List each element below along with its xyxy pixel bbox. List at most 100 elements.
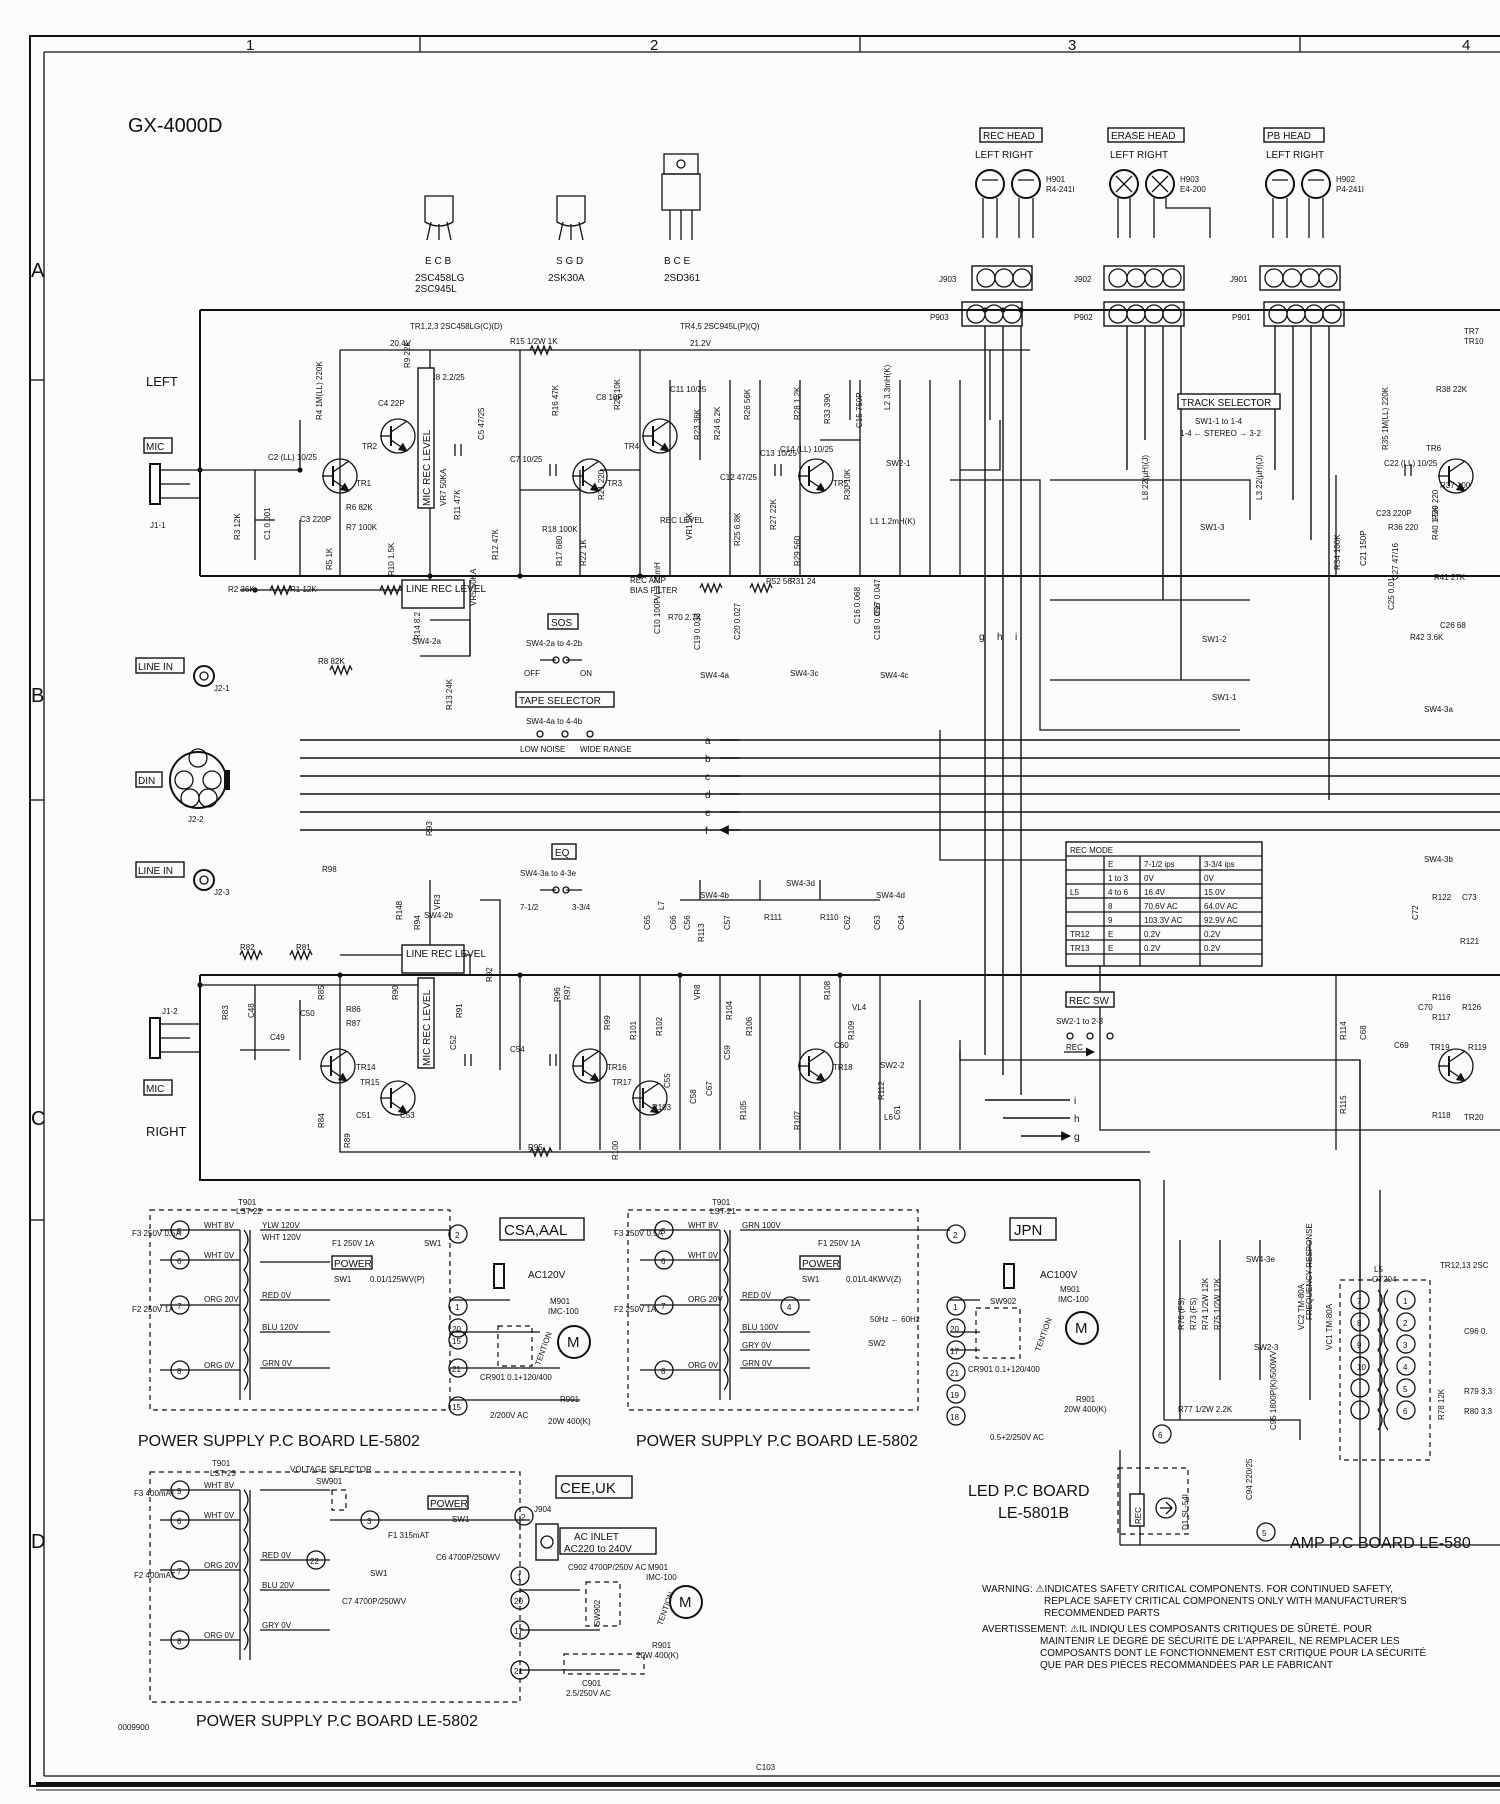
amp-sw2-3: SW2-3 [1254,1343,1279,1352]
top-component-18: R20 10K [613,378,622,410]
device-1-pins: E C B [425,256,451,267]
psu1-pin-4: 2 [455,1231,460,1240]
right-component-2: R34 100K [1333,534,1342,570]
amp-c95: C95 1800P(K)/500WV [1269,1350,1278,1430]
right-component-14: R42 3.6K [1410,633,1444,642]
psu3-tx: T901 [212,1459,231,1468]
bias-filter-label: BIAS FILTER [630,586,678,595]
model-title: GX-4000D [128,115,223,137]
amp-ot204: OT204 [1372,1275,1397,1284]
top-component-2: C4 22P [378,399,405,408]
bottom-component-31: C57 [723,915,732,930]
vr7-label: VR7 50KA [439,468,448,506]
top-component-36: R29 560 [793,535,802,566]
bottom-component-2: R94 [413,915,422,930]
psu2-tap-7: GRY 0V [742,1341,772,1350]
bottom-component-51: R113 [697,923,706,942]
psu1-pin-0: 5 [177,1227,182,1236]
top-component-27: R28 1.2K [793,386,802,420]
psu3-j904: J904 [534,1505,552,1514]
left-channel-label: LEFT [146,374,178,389]
sos-off: OFF [524,669,540,678]
psu1-tap-2: ORG 20V [204,1295,239,1304]
warning-line-5: MAINTENIR LE DEGRÉ DE SÉCURITÉ DE L'APPA… [1040,1634,1400,1647]
bottom-component-24: R99 [603,1015,612,1030]
psu3-c901-val: 2.5/250V AC [566,1689,611,1698]
mic-rec-level-bottom: MIC REC LEVEL [417,977,435,1069]
tr-header-left: TR1,2,3 2SC458LG(C)(D) [410,322,503,331]
led-r77: R77 1/2W 2.2K [1178,1405,1233,1414]
tr15-label: TR15 [360,1078,380,1087]
psu1-pin-9: 15 [452,1403,461,1412]
to220-package-icon [661,153,701,240]
psu1-tap-6: RED 0V [262,1291,292,1300]
bottom-component-56: L6 [884,1113,893,1122]
device-pinouts: E C B 2SC458LG 2SC945L S G D 2SK30A B C … [415,153,701,295]
psu3-ac-range: AC220 to 240V [564,1544,632,1555]
rec-mode-cell-0-2: 0V [1144,874,1154,883]
psu2-tap-1: WHT 0V [688,1251,719,1260]
psu3-sw902: SW902 [593,1599,602,1626]
l3-label: L3 22(μH)(J) [1255,455,1264,500]
top-component-16: R16 47K [551,384,560,416]
sos-title: SOS [551,618,572,629]
right-component-13: C26 68 [1440,621,1466,630]
bus-letter-c: c [705,772,710,783]
switch-labels: SW4-4a SW4-3c SW4-4c SW4-4b SW4-3d SW4-4… [700,459,1453,1070]
track-selector-range: SW1-1 to 1-4 [1195,417,1243,426]
psu1-motor-part: IMC-100 [548,1307,579,1316]
bottom-component-27: R102 [655,1016,664,1036]
psu3-pin-7: 22 [310,1557,319,1566]
bus-letter-vert-g: g [979,632,985,643]
rec-mode-cell-1-2: 16.4V [1144,888,1166,897]
rec-mode-cell-4-1: E [1108,930,1113,939]
bottom-component-3: R93 [425,821,434,836]
bus-letter-vert-h: h [997,632,1003,643]
wide-range-label: WIDE RANGE [580,745,632,754]
rec-sw-legend: REC SW SW2-1 to 2-3 REC [1056,991,1115,1057]
line-in-1: LINE IN J2-1 [135,657,230,693]
bottom-component-45: R107 [793,1110,802,1130]
sw4-4d-label: SW4-4d [876,891,905,900]
psu2-tap-2: ORG 20V [688,1295,723,1304]
right-component-22: R116 [1432,993,1451,1002]
erase-head-title: ERASE HEAD [1111,131,1175,142]
right-component-29: TR7 [1464,327,1480,336]
sw4-4a-label: SW4-4a [700,671,729,680]
top-component-19: C11 10/25 [670,385,707,394]
psu1-pin-3: 8 [177,1367,182,1376]
track-selector-title: TRACK SELECTOR [1181,398,1271,409]
track-selector-mode: 1-4 ← STEREO → 3-2 [1180,429,1261,438]
warning-line-6: COMPOSANTS DONT LE FONCTIONNEMENT EST CR… [1040,1646,1426,1659]
rec-mode-cell-4-3: 0.2V [1204,930,1221,939]
led-rec: REC [1134,1507,1143,1524]
psu3-pin-1: 6 [177,1517,182,1526]
mic-rec-level-label: MIC REC LEVEL [422,429,433,506]
rail-b: 21.2V [690,339,712,348]
tr6-label: TR6 [1426,444,1442,453]
bottom-component-46: R108 [823,980,832,1000]
psu1-pin-2: 7 [177,1302,182,1311]
amp-r73: R73 (FS) [1189,1297,1198,1330]
mic-rec-level-bottom-label: MIC REC LEVEL [422,989,433,1066]
bottom-component-44: R106 [745,1016,754,1036]
led-pin-6: 6 [1158,1431,1163,1440]
tr1-label: TR1 [356,479,372,488]
bottom-component-48: R110 [820,913,839,922]
bottom-component-28: R103 [652,1103,672,1112]
right-component-12: C25 0.01 [1387,577,1396,610]
bottom-component-21: R95 [528,1143,543,1152]
right-component-24: R118 [1432,1111,1451,1120]
rec-mode-cell-2-1: 8 [1108,902,1113,911]
bottom-component-13: C51 [356,1111,371,1120]
eq-legend: EQ SW4-3a to 4-3e 7-1/2 3-3/4 [520,843,591,912]
line-rec-level-bottom-label: LINE REC LEVEL [406,949,486,960]
sw4-4c-label: SW4-4c [880,671,908,680]
amp-tr: TR12,13 2SC [1440,1261,1489,1270]
psu2-sw1: SW1 [802,1275,820,1284]
top-component-34: R30 10K [843,468,852,500]
top-component-42: R14 8.2 [413,611,422,640]
psu1-cr: CR901 0.1+120/400 [480,1373,552,1382]
led-board-part: LE-5801B [998,1505,1069,1522]
bottom-component-38: C64 [897,915,906,930]
